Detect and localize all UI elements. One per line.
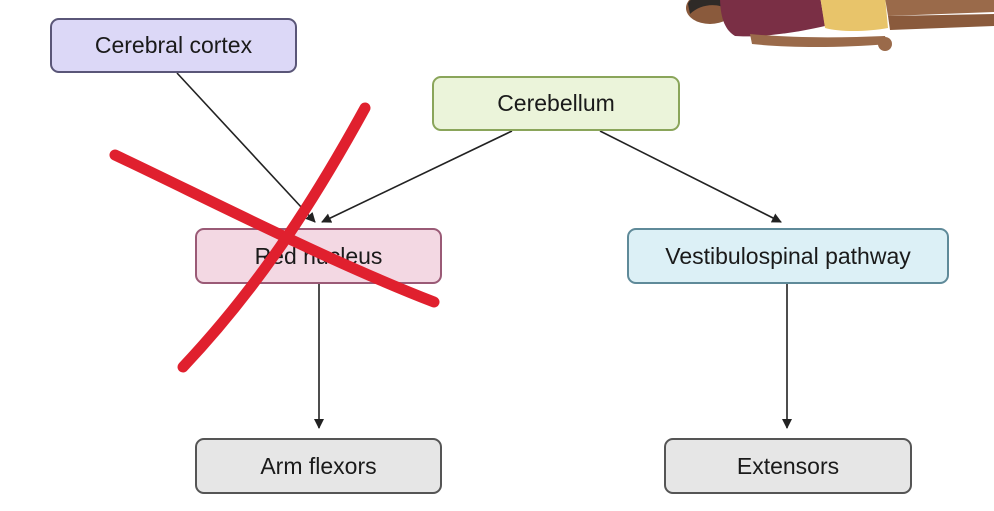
cross-stroke-1 [109,149,440,308]
node-cerebellum: Cerebellum [432,76,680,131]
node-label: Cerebral cortex [94,32,253,58]
node-label: Extensors [736,452,840,479]
edge-cortex-to-red-nucleus [176,72,316,223]
cross-stroke-2 [177,102,371,373]
node-vestibulospinal-pathway: Vestibulospinal pathway [627,228,949,284]
node-label: Arm flexors [260,452,377,479]
node-cerebral-cortex: Cerebral cortex [50,18,297,73]
lying-patient-icon [686,0,994,51]
edge-cerebellum-to-vestibulospinal [599,130,782,223]
node-arm-flexors: Arm flexors [195,438,442,494]
node-label: Vestibulospinal pathway [665,242,911,269]
edge-cerebellum-to-red-nucleus [321,130,513,223]
node-label: Cerebellum [497,90,615,116]
node-extensors: Extensors [664,438,912,494]
